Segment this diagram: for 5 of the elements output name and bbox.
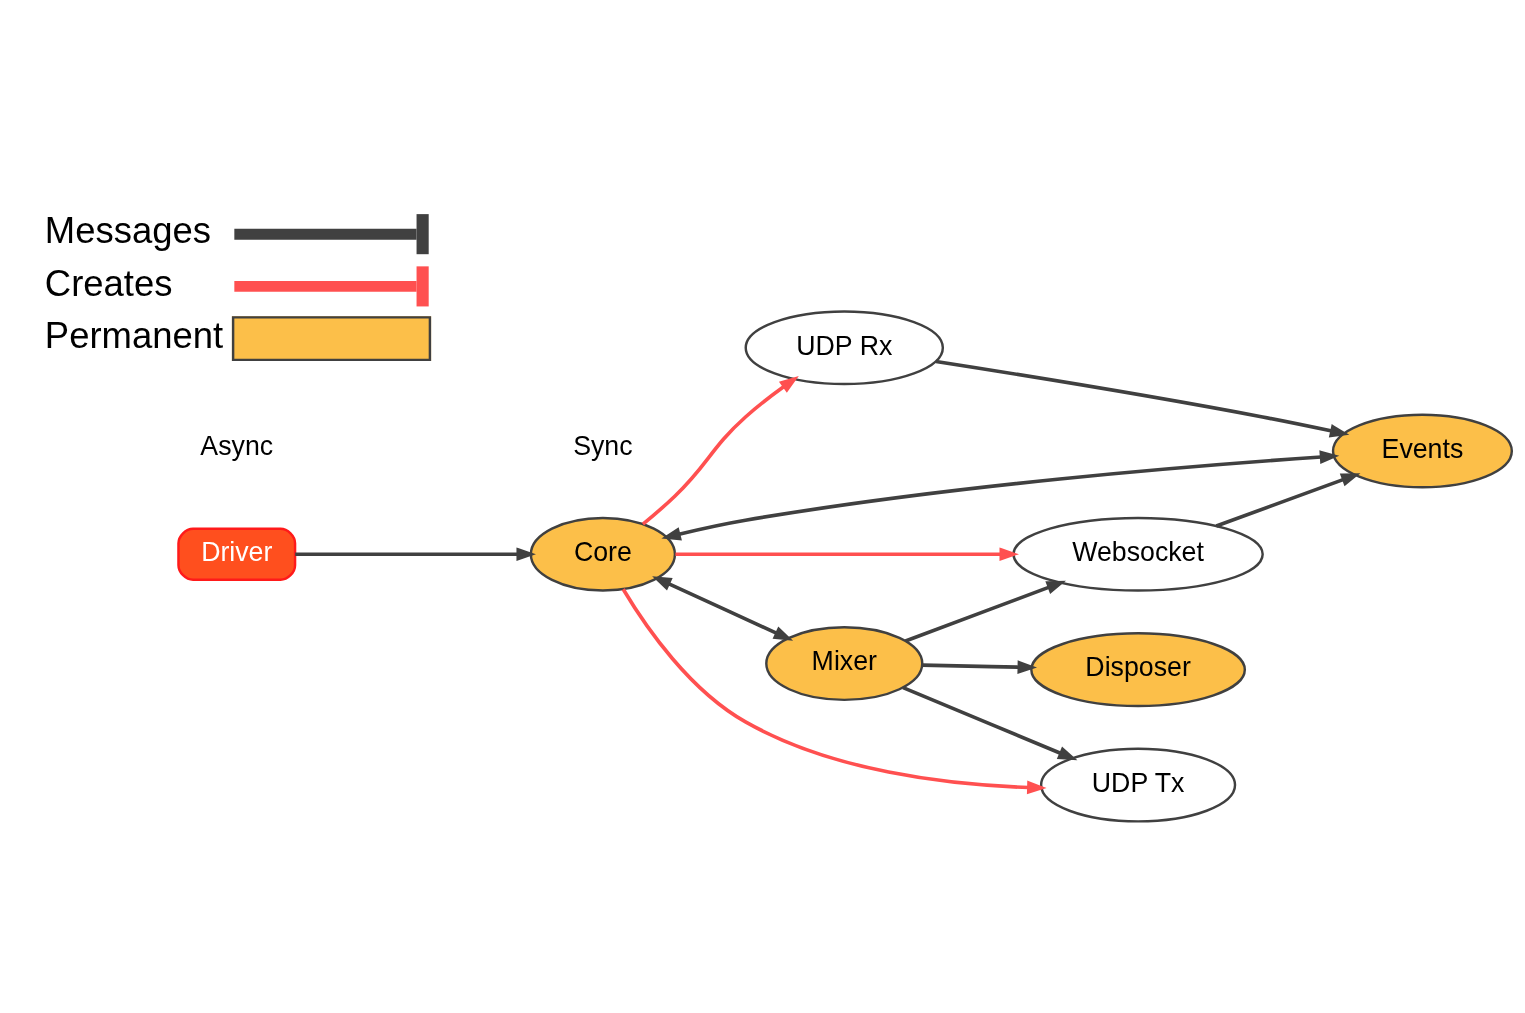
label: Sync	[573, 430, 633, 461]
label: Async	[200, 430, 274, 461]
legend-label: Creates	[44, 262, 173, 304]
legend-label: Permanent	[44, 314, 224, 356]
legend-label: Messages	[44, 209, 211, 251]
